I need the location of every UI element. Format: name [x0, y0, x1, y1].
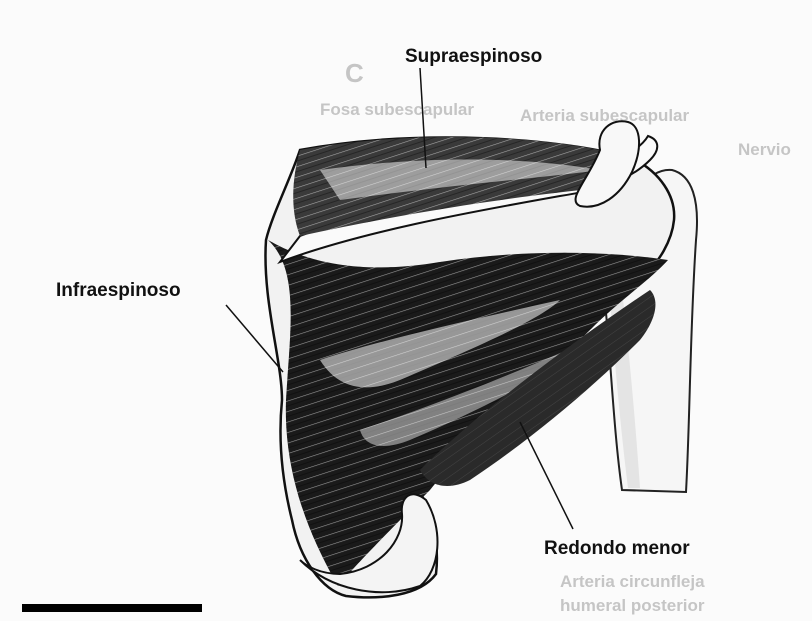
label-infraespinoso: Infraespinoso	[56, 280, 181, 302]
leader-redondo-menor	[520, 422, 573, 529]
scale-bar	[22, 604, 202, 612]
label-redondo-menor: Redondo menor	[544, 538, 690, 560]
label-supraespinoso: Supraespinoso	[405, 46, 542, 68]
